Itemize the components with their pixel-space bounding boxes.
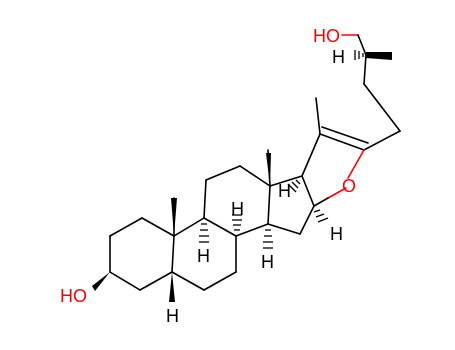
- bond-c12-c11: [205, 165, 241, 181]
- bond-c13-c17: [269, 175, 303, 187]
- bond-o-c16: [327, 187, 347, 199]
- ring-b: [171, 217, 237, 291]
- side-chain: [341, 34, 401, 151]
- bond-c10-c1: [141, 217, 175, 237]
- bond-ch2-ring: [363, 130, 401, 151]
- bond-c15-c16: [299, 205, 315, 235]
- label-h-side-chain: H: [332, 47, 345, 67]
- label-ho-bottom: HO: [60, 286, 87, 306]
- bond-c13-c12: [239, 165, 271, 187]
- bond-c8-c14: [235, 223, 269, 237]
- label-h-c8: H: [231, 199, 244, 219]
- bond-c1-c2: [109, 217, 143, 237]
- bond-ch2-ch: [357, 34, 367, 56]
- hash-c9-h: [199, 223, 209, 243]
- wedge-c10-methyl: [171, 198, 177, 236]
- bond-c13-c14: [267, 185, 271, 225]
- bond-c5-c6: [171, 271, 205, 291]
- hash-c8-h: [232, 214, 242, 231]
- label-h-c16: H: [330, 224, 343, 244]
- wedge-c3-oh: [92, 272, 110, 291]
- bond-c14-c15: [267, 223, 301, 235]
- bond-c11-c9: [203, 179, 207, 219]
- wedge-methyl-side: [366, 52, 392, 60]
- label-h-c9: H: [197, 246, 210, 266]
- bond-methyl-ring: [315, 97, 321, 135]
- label-h-c14: H: [261, 252, 274, 272]
- ring-c: [203, 149, 271, 237]
- bond-c20-o: [347, 149, 365, 179]
- bond-c20-c21: [319, 133, 365, 151]
- bond-c16-o-a: [313, 197, 329, 207]
- label-ho-top: HO: [313, 26, 340, 46]
- label-ring-oxygen: O: [342, 176, 356, 196]
- bond-ch2-ch2: [363, 83, 401, 132]
- bond-c9-c10: [173, 217, 205, 237]
- bond-c6-c7: [203, 271, 237, 291]
- wedge-c13-methyl: [266, 153, 271, 186]
- hash-c16-h: [313, 209, 329, 223]
- bond-c3-c4: [109, 271, 141, 291]
- bond-c10-c5: [171, 235, 175, 273]
- bond-c17-c16: [301, 175, 315, 207]
- ring-e: [301, 97, 369, 207]
- ring-d: [267, 175, 315, 235]
- hash-c14-h: [263, 229, 273, 249]
- bond-c4-c5: [139, 271, 173, 291]
- hash-c17-h: [287, 179, 301, 193]
- bond-c9-c8: [203, 217, 237, 237]
- bond-c21-c17: [301, 133, 321, 177]
- bond-c20-c21-double: [321, 126, 369, 144]
- bond-ch-ch2: [363, 54, 367, 85]
- label-h-c17: H: [278, 181, 291, 201]
- hash-side-h: [354, 50, 364, 60]
- label-h-c5: H: [166, 306, 179, 326]
- ring-a: [109, 197, 175, 291]
- wedge-c5-h: [169, 272, 175, 302]
